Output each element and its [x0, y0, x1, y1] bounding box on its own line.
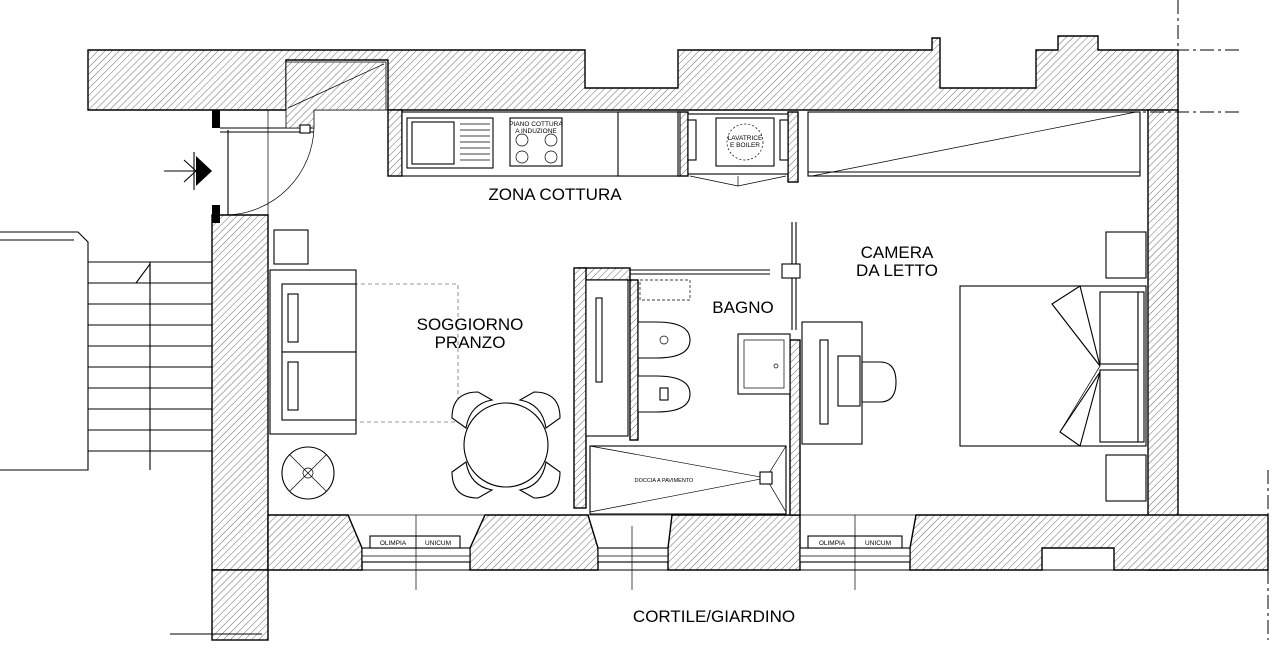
door-jamb-top: [212, 110, 220, 128]
label-bagno: BAGNO: [712, 298, 773, 317]
induction-cooktop: [509, 117, 563, 167]
washing-machine: [715, 117, 775, 167]
left-wall-lower: [211, 569, 269, 641]
window-right: OLIMPIA UNICUM: [799, 515, 911, 590]
floor-outline: [267, 109, 1149, 516]
washer-label-1: LAVATRICE: [728, 135, 763, 142]
left-wall: [211, 214, 269, 571]
window-right-label-a: OLIMPIA: [819, 540, 846, 547]
desk-chair: [861, 361, 897, 403]
label-cortile: CORTILE/GIARDINO: [633, 607, 795, 626]
bottom-wall-3: [667, 514, 801, 571]
door-jamb-bottom: [212, 205, 220, 223]
right-wall: [1147, 109, 1179, 571]
label-camera: CAMERA: [861, 243, 934, 262]
window-right-label-b: UNICUM: [865, 540, 891, 547]
window-left-label-b: UNICUM: [425, 540, 451, 547]
label-pranzo: PRANZO: [435, 333, 506, 352]
nightstand-top: [1105, 231, 1147, 279]
utility-closet: LAVATRICE E BOILER: [687, 113, 789, 187]
walls: [87, 35, 1269, 641]
bath-wall-right: [789, 339, 801, 516]
bath-cabinet: [585, 279, 629, 437]
desk: [801, 321, 863, 445]
bathroom: DOCCIA A PAVIMENTO: [585, 222, 801, 515]
bidet: [637, 321, 691, 359]
wardrobe: [807, 111, 1141, 177]
staircase: [0, 231, 212, 471]
double-bed: [959, 285, 1147, 447]
bath-wall-inner: [629, 279, 639, 441]
fridge: [617, 111, 679, 177]
window-left-label-a: OLIMPIA: [380, 540, 407, 547]
entrance-door: [164, 61, 387, 223]
bottom-wall-4: [909, 514, 1269, 571]
washbasin: [737, 333, 791, 395]
toilet: [637, 375, 691, 413]
bedroom-furniture: [801, 231, 1147, 502]
side-table-top: [273, 229, 309, 265]
label-soggiorno: SOGGIORNO: [417, 315, 524, 334]
kitchen-partition-left: [387, 109, 403, 177]
cooktop-label-1: PIANO COTTURA: [509, 121, 563, 128]
floor-fan: [281, 446, 335, 500]
nightstand-bottom: [1105, 454, 1147, 502]
kitchen-counter: PIANO COTTURA A INDUZIONE: [401, 111, 681, 177]
dining-table: [451, 391, 561, 499]
window-bath: [597, 526, 669, 590]
bottom-wall-1: [267, 514, 363, 571]
utility-partition-right: [787, 111, 799, 183]
label-zona-cottura: ZONA COTTURA: [488, 185, 622, 204]
cooktop-label-2: A INDUZIONE: [515, 128, 557, 135]
top-wall: [87, 35, 1179, 113]
window-left: OLIMPIA UNICUM: [361, 515, 471, 590]
bath-wall-left: [573, 267, 587, 509]
walk-in-shower: DOCCIA A PAVIMENTO: [589, 445, 787, 515]
washer-label-2: E BOILER: [730, 142, 760, 149]
bottom-wall-2: [469, 514, 599, 571]
shower-label: DOCCIA A PAVIMENTO: [635, 478, 694, 484]
living-furniture: [269, 229, 561, 500]
label-da-letto: DA LETTO: [856, 261, 938, 280]
